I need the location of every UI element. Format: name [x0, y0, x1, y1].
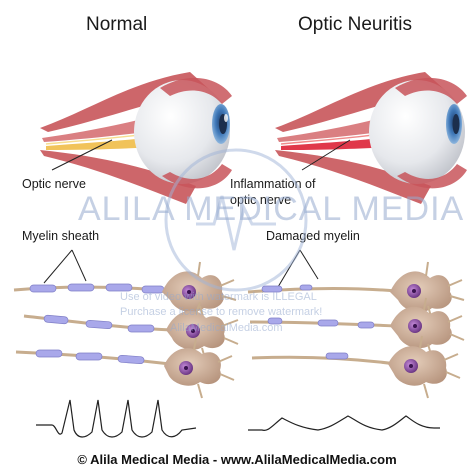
- neuron-damaged-2-icon: [249, 297, 465, 359]
- pointer-myelin-a: [43, 249, 73, 284]
- copyright-footer: © Alila Medical Media - www.AlilaMedical…: [77, 452, 397, 467]
- title-normal: Normal: [86, 14, 148, 35]
- watermark-line-1: Use of video with watermark is ILLEGAL: [120, 291, 317, 303]
- eye-inflamed-icon: [275, 72, 467, 204]
- watermark-line-3: AlilaMedicalMedia.com: [170, 322, 283, 334]
- label-optic-nerve: Optic nerve: [22, 177, 86, 191]
- eye-normal-icon: [40, 72, 232, 204]
- pointer-damaged-b: [299, 249, 319, 280]
- pointer-optic-nerve: [51, 139, 113, 171]
- neuron-damaged-3-icon: [251, 335, 461, 399]
- signal-damaged-icon: [248, 415, 440, 431]
- neuron-damaged-1-icon: [247, 261, 465, 321]
- neuron-normal-1-icon: [13, 261, 237, 321]
- signal-normal-icon: [36, 399, 197, 438]
- neuron-normal-2-icon: [23, 301, 239, 363]
- label-myelin-sheath: Myelin sheath: [22, 229, 100, 243]
- label-inflammation: Inflammation of optic nerve: [230, 177, 316, 207]
- neuron-normal-3-icon: [15, 337, 235, 399]
- watermark-line-2: Purchase a license to remove watermark!: [120, 306, 323, 318]
- title-optic-neuritis: Optic Neuritis: [298, 14, 413, 35]
- label-damaged-myelin: Damaged myelin: [266, 229, 360, 243]
- pointer-myelin-b: [71, 249, 87, 282]
- watermark-brand: ALILA MEDICAL MEDIA: [78, 190, 465, 228]
- pointer-inflammation: [301, 139, 351, 171]
